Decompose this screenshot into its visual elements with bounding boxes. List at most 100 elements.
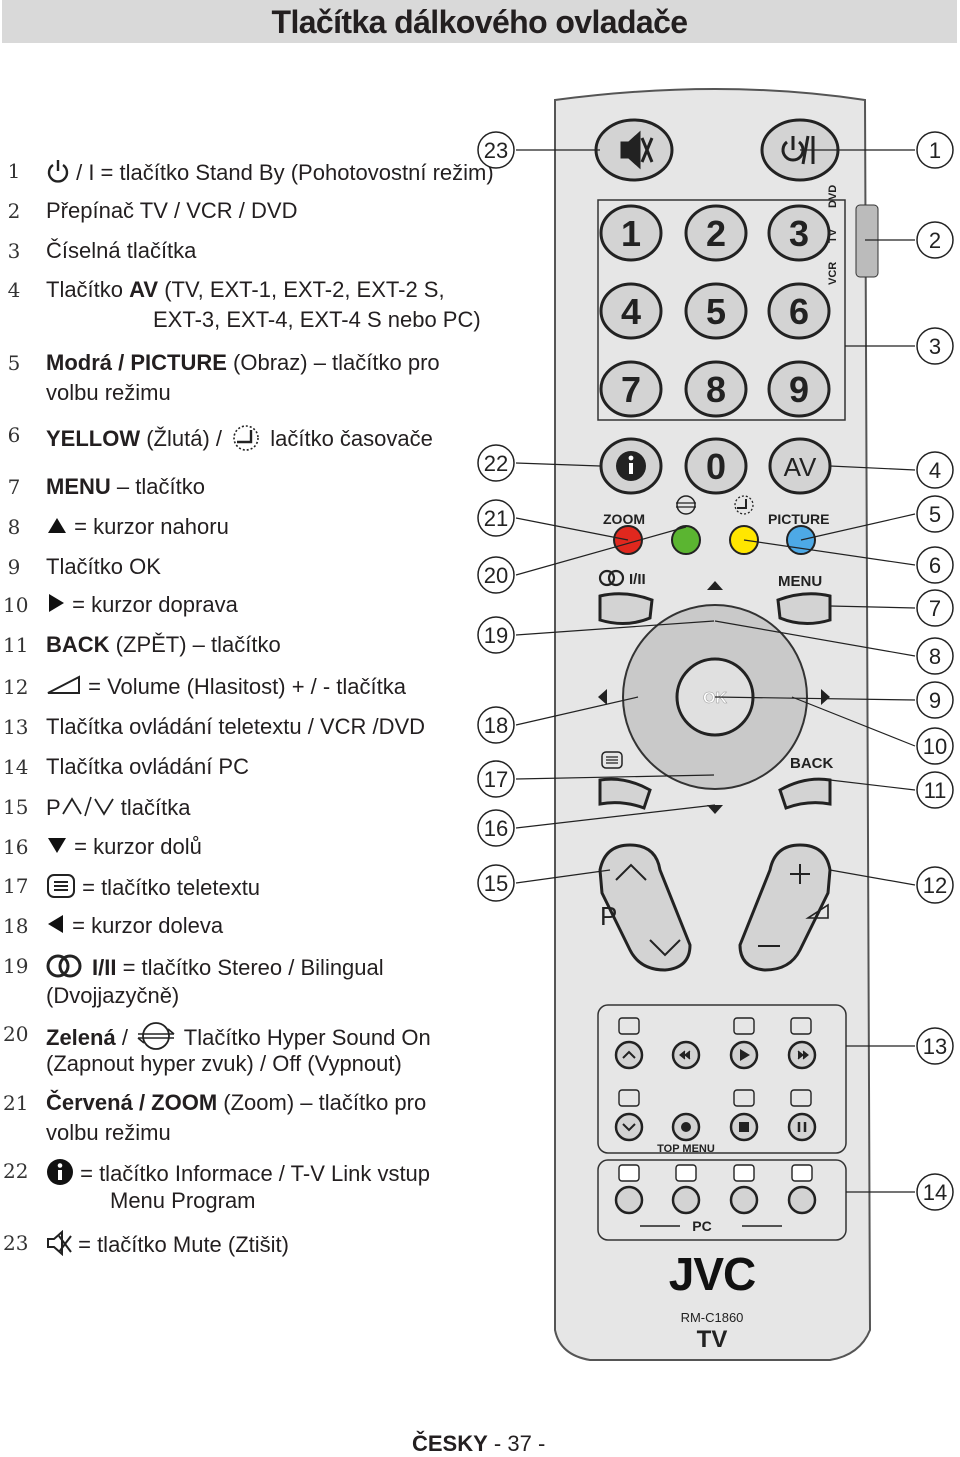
callout-badge-9 (916, 681, 954, 719)
mute-icon (620, 130, 654, 170)
hyper-sound-icon (134, 1021, 178, 1057)
callout-badge-6 (916, 546, 954, 584)
legend-text: YELLOW (Žlutá) / lačítko časovače (46, 422, 433, 458)
pc-button-1[interactable] (614, 1185, 644, 1215)
legend-text: / I = tlačítko Stand By (Pohotovostní re… (46, 158, 494, 190)
legend-text-after: = Volume (Hlasitost) + / - tlačítka (82, 674, 407, 699)
digit-label: 2 (706, 213, 726, 254)
pc-button-2[interactable] (671, 1185, 701, 1215)
program-down-icon (649, 939, 681, 957)
callout-line (743, 539, 916, 566)
legend-bold: MENU (46, 474, 111, 499)
callout-number: 19 (484, 623, 508, 648)
vcr-button-down[interactable] (614, 1112, 644, 1142)
teletext-reveal-icon (733, 1017, 755, 1035)
legend-text-line2: (Zapnout hyper zvuk) / Off (Vypnout) (46, 1051, 402, 1076)
pc-mode-icon-2 (675, 1164, 697, 1182)
digit-button-3[interactable] (767, 204, 831, 262)
back-button[interactable] (778, 777, 832, 810)
legend-text-after: / I = tlačítko Stand By (Pohotovostní re… (70, 159, 494, 185)
callout-badge-3 (916, 327, 954, 365)
legend-text-after: (Zoom) – tlačítko pro (217, 1090, 427, 1115)
legend-text-after: = tlačítko Informace / T-V Link vstup (74, 1160, 431, 1186)
legend-text-after: = kurzor doprava (66, 592, 238, 617)
page-title: Tlačítka dálkového ovladače (271, 4, 689, 40)
nav-left-arrow (598, 689, 607, 705)
callout-badge-5 (916, 495, 954, 533)
legend-text-after: = kurzor nahoru (68, 514, 229, 539)
power-icon (46, 158, 70, 190)
callout-badge-23 (477, 131, 515, 169)
pc-button-3[interactable] (729, 1185, 759, 1215)
legend-text: Tlačítko OK (46, 554, 161, 579)
green-button[interactable] (671, 525, 701, 555)
callout-badge-13 (916, 1027, 954, 1065)
callout-number: 16 (484, 816, 508, 841)
legend-text-before: P (46, 794, 61, 820)
digit-button-4[interactable] (599, 282, 663, 340)
callout-badge-17 (477, 760, 515, 798)
legend-text-after2: lačítko časovače (264, 425, 433, 451)
legend-text: = kurzor doprava (46, 592, 238, 620)
callout-number: 10 (923, 734, 947, 759)
legend-text: Číselná tlačítka (46, 238, 197, 263)
legend-number: 10 (3, 593, 29, 617)
legend-text: Tlačítka ovládání teletextu / VCR /DVD (46, 714, 426, 739)
callout-number: 20 (484, 563, 508, 588)
stereo-button[interactable] (598, 592, 654, 625)
hyper-sound-icon (676, 495, 696, 515)
switch-label-dvd: DVD (827, 185, 839, 208)
callout-line (791, 696, 916, 747)
legend-text-line2: volbu režimu (46, 1120, 171, 1145)
digit-button-5[interactable] (684, 282, 748, 340)
callout-number: 15 (484, 871, 508, 896)
legend-text: Přepínač TV / VCR / DVD (46, 198, 297, 224)
legend-number: 1 (7, 159, 21, 183)
pc-button-4[interactable] (787, 1185, 817, 1215)
callout-number: 1 (929, 138, 941, 163)
nav-right-arrow (821, 689, 830, 705)
menu-button[interactable] (776, 592, 832, 625)
digit-button-1[interactable] (599, 204, 663, 262)
digit-button-9[interactable] (767, 360, 831, 418)
callout-line (829, 605, 916, 609)
title-bar: Tlačítka dálkového ovladače (2, 0, 957, 43)
teletext-button[interactable] (598, 777, 652, 810)
legend-text-after: (ZPĚT) – tlačítko (109, 632, 281, 657)
vcr-button-up[interactable] (614, 1040, 644, 1070)
legend-number: 21 (3, 1091, 29, 1115)
brand-logo: JVC (669, 1248, 755, 1300)
legend-text: I/II = tlačítko Stereo / Bilingual (46, 953, 384, 985)
callout-number: 7 (929, 596, 941, 621)
legend-number: 14 (3, 755, 29, 779)
digit-button-2[interactable] (684, 204, 748, 262)
legend-text: = kurzor dolů (46, 834, 202, 861)
digit-button-8[interactable] (684, 360, 748, 418)
digit-button-6[interactable] (767, 282, 831, 340)
legend-number: 20 (3, 1022, 29, 1046)
legend-number: 12 (3, 675, 29, 699)
callout-number: 23 (484, 138, 508, 163)
legend-text-after: = tlačítko Stereo / Bilingual (116, 954, 384, 980)
legend-number: 9 (7, 555, 21, 579)
digit-label: 0 (706, 446, 726, 487)
p-up-down-icon (61, 794, 115, 824)
digit-button-7[interactable] (599, 360, 663, 418)
digit-button-0[interactable] (684, 437, 748, 495)
legend-text-after: (Žlutá) / (140, 425, 229, 451)
callout-badge-11 (916, 771, 954, 809)
legend-text: = tlačítko Mute (Ztišit) (46, 1229, 289, 1262)
legend-number: 17 (3, 874, 29, 898)
stereo-label: I/II (629, 571, 646, 588)
vcr-button-pause[interactable] (787, 1112, 817, 1142)
program-rocker[interactable] (598, 843, 692, 972)
legend-number: 4 (7, 278, 21, 302)
menu-label: MENU (778, 573, 822, 590)
callout-line (829, 779, 916, 791)
callout-badge-8 (916, 637, 954, 675)
legend-number: 15 (3, 795, 29, 819)
volume-rocker[interactable] (738, 843, 832, 972)
triangle-down-icon (46, 835, 68, 861)
legend-text: = tlačítko Informace / T-V Link vstup (46, 1158, 430, 1192)
legend-text: Tlačítka ovládání PC (46, 754, 249, 779)
